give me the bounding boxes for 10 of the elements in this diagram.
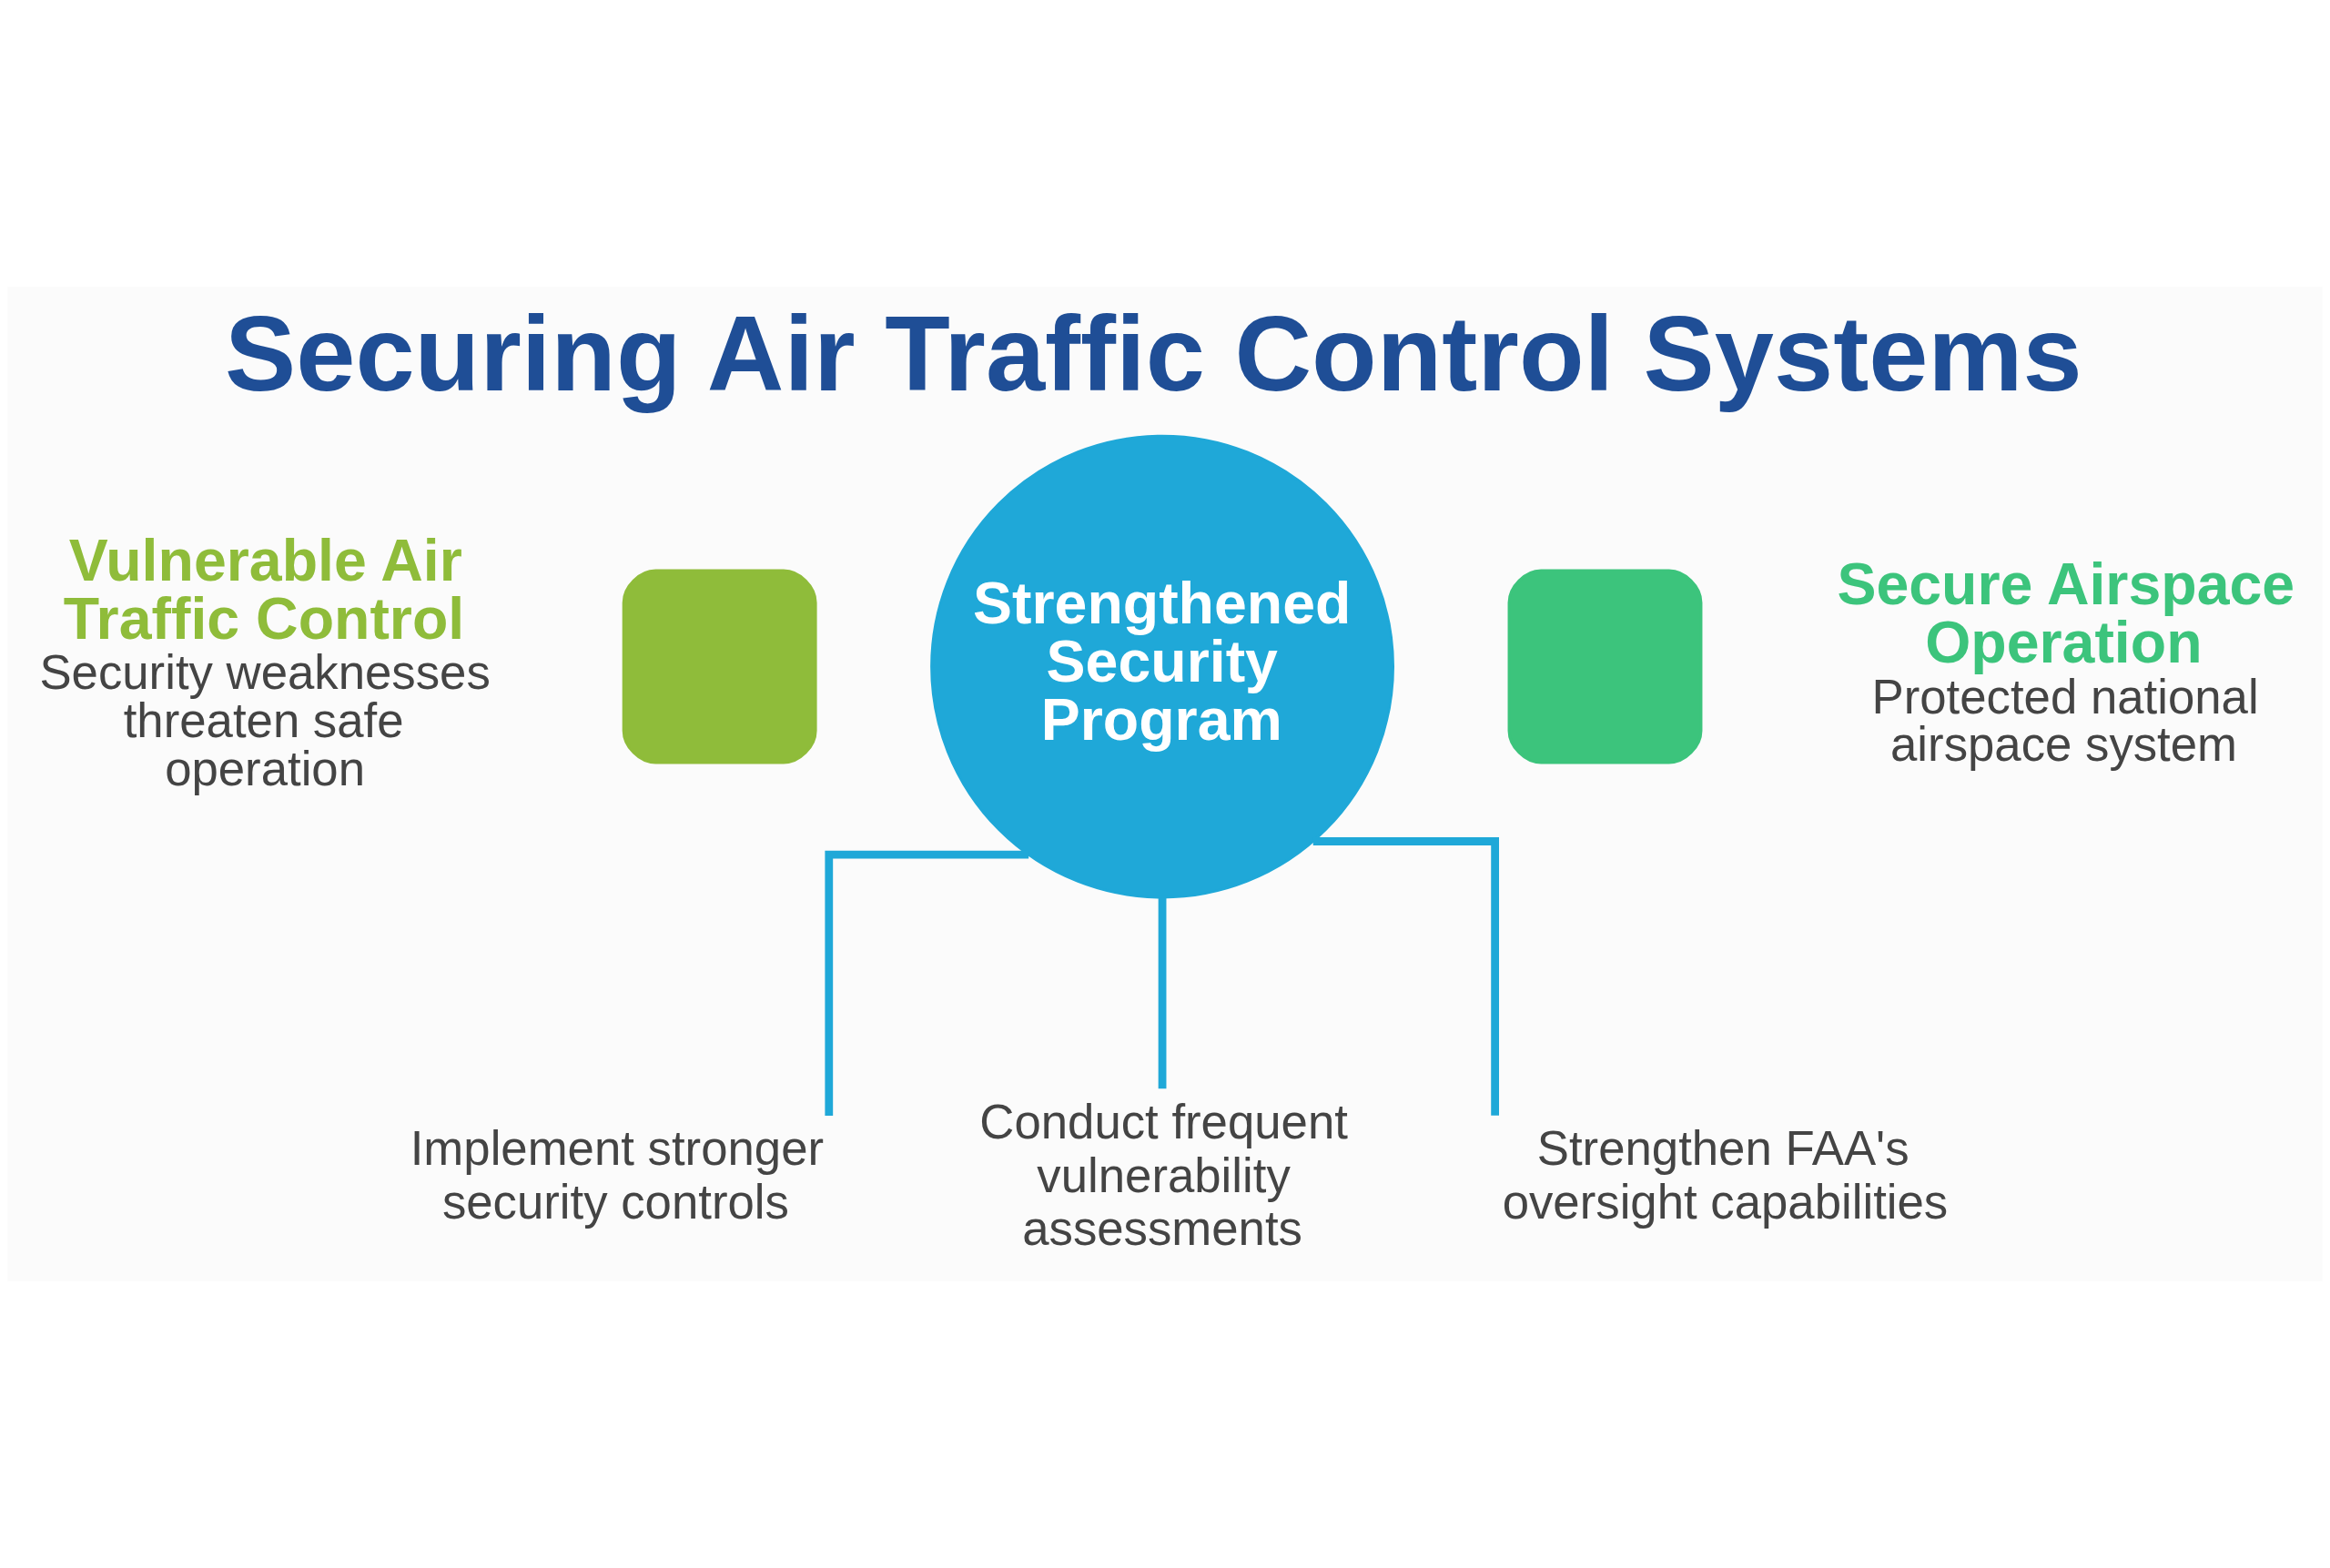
node-box [622, 569, 817, 764]
diagram-title: Securing Air Traffic Control Systems [225, 294, 2082, 414]
node-text: Implement stronger security controls [410, 1121, 825, 1229]
node-circle: Strengthened Security Program [930, 434, 1394, 899]
node-text: Strengthen FAA's oversight capabilities [1502, 1121, 1949, 1229]
connector [1158, 897, 1167, 1089]
connector [825, 850, 1029, 1117]
node-text: Conduct frequent vulnerability assessments [979, 1094, 1348, 1256]
connector [1312, 837, 1499, 1116]
node-box [1507, 569, 1703, 764]
